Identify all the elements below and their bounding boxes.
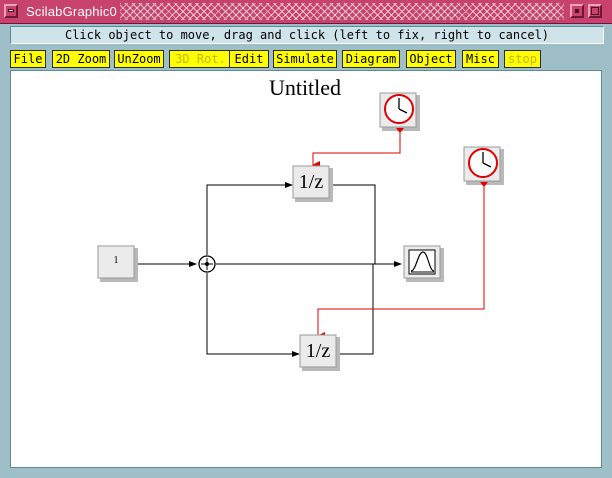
link-sum-to-delay-bottom	[206, 273, 300, 357]
event-link-clock-1	[312, 131, 401, 169]
menu-2d-zoom[interactable]: 2D Zoom	[52, 50, 110, 68]
delay-bottom-label: 1/z	[305, 340, 331, 362]
menu-3d-rot[interactable]: 3D Rot.	[169, 50, 232, 68]
delay-block-top	[292, 165, 333, 202]
diagram-title: Untitled	[268, 75, 342, 100]
scope-block	[403, 245, 444, 282]
sum-block	[198, 255, 216, 273]
diagram-graphics	[97, 92, 504, 371]
maximize-button[interactable]	[588, 4, 602, 18]
constant-block	[97, 245, 138, 282]
delay-top-label: 1/z	[298, 171, 324, 193]
event-link-clock-2	[317, 184, 485, 340]
delay-block-bottom	[299, 334, 340, 371]
menu-file[interactable]: File	[10, 50, 46, 68]
menu-unzoom[interactable]: UnZoom	[114, 50, 164, 68]
link-delay-bottom-to-sum	[338, 264, 374, 355]
titlebar-drag-area[interactable]	[120, 3, 564, 20]
menu-object[interactable]: Object	[406, 50, 456, 68]
window-menu-button[interactable]	[4, 4, 18, 18]
status-message: Click object to move, drag and click (le…	[10, 26, 604, 44]
window-title: ScilabGraphic0	[26, 4, 117, 19]
menu-misc[interactable]: Misc	[462, 50, 499, 68]
clock-block-1	[379, 92, 420, 133]
diagram-canvas[interactable]: Untitled	[10, 70, 602, 468]
window-titlebar[interactable]: ScilabGraphic0	[0, 0, 612, 24]
minimize-button[interactable]	[570, 4, 584, 18]
constant-value: 1	[113, 255, 119, 266]
menu-stop[interactable]: stop	[504, 50, 541, 68]
link-sum-to-delay-top	[206, 182, 293, 255]
clock-block-2	[463, 146, 504, 187]
menu-diagram[interactable]: Diagram	[342, 50, 400, 68]
menu-edit[interactable]: Edit	[229, 50, 269, 68]
link-delay-top-to-sum	[331, 184, 376, 264]
menu-simulate[interactable]: Simulate	[273, 50, 337, 68]
